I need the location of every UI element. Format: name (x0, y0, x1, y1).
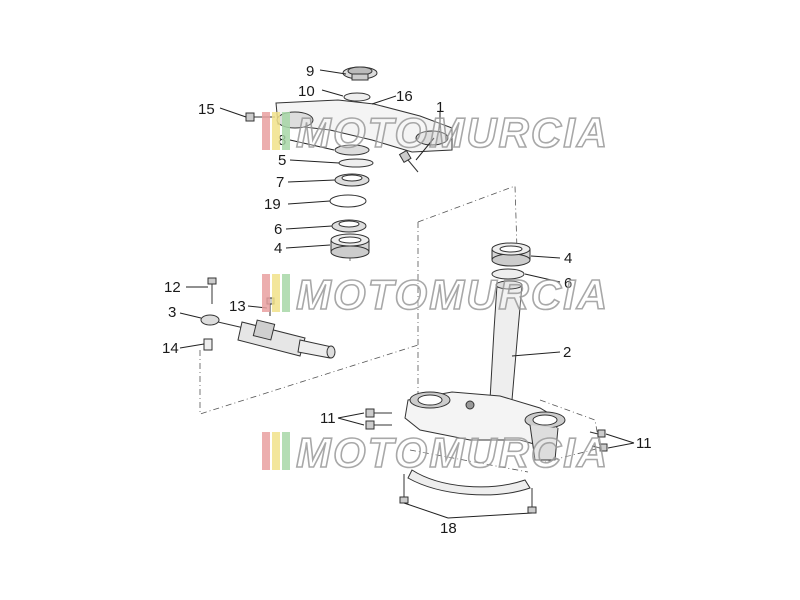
part-bracket-18 (399, 469, 537, 514)
watermark-stripe-green (282, 112, 290, 150)
part-bearing-4-lower (491, 242, 531, 267)
watermark-stripe-red (262, 112, 270, 150)
watermark-stripe-yellow (272, 274, 280, 312)
watermark-stripe-yellow (272, 112, 280, 150)
callout-labels: 9 10 16 15 1 8 5 7 19 6 4 4 6 12 13 3 14… (162, 63, 652, 537)
callout-10: 10 (298, 83, 315, 100)
part-steering-stem (404, 280, 566, 461)
watermark-bottom: MOTOMURCIA (262, 428, 609, 477)
callout-4-upper: 4 (274, 240, 282, 257)
callout-3: 3 (168, 304, 176, 321)
part-bolt-15 (245, 112, 275, 122)
watermark-text: MOTOMURCIA (296, 429, 609, 476)
leader-lines (179, 69, 635, 519)
part-ring-7 (334, 173, 370, 187)
callout-14: 14 (162, 340, 179, 357)
callout-12: 12 (164, 279, 181, 296)
callout-6-upper: 6 (274, 221, 282, 238)
callout-13: 13 (229, 298, 246, 315)
callout-5: 5 (278, 152, 286, 169)
part-bolt-12 (207, 277, 217, 304)
callout-15: 15 (198, 101, 215, 118)
part-steering-damper (200, 314, 336, 359)
watermark-top: MOTOMURCIA (262, 108, 609, 157)
part-cap-nut (342, 66, 378, 81)
watermark-text: MOTOMURCIA (296, 271, 609, 318)
part-nut-8 (334, 144, 370, 156)
watermark-stripe-green (282, 432, 290, 470)
watermark-stripe-red (262, 274, 270, 312)
watermark-text: MOTOMURCIA (296, 109, 609, 156)
part-seal-19 (329, 194, 367, 208)
part-seal-6-upper (331, 219, 367, 233)
part-clamp-bolt (398, 149, 419, 173)
callout-19: 19 (264, 196, 281, 213)
part-bolts-11-right (589, 429, 608, 452)
callout-16: 16 (396, 88, 413, 105)
callout-6-lower: 6 (564, 275, 572, 292)
callout-2: 2 (563, 344, 571, 361)
part-washer-5 (338, 158, 374, 168)
callout-4-lower: 4 (564, 250, 572, 267)
callout-7: 7 (276, 174, 284, 191)
watermark-stripe-yellow (272, 432, 280, 470)
watermark-middle: MOTOMURCIA (262, 270, 609, 319)
callout-9: 9 (306, 63, 314, 80)
part-seal-6-lower (491, 268, 525, 280)
part-clip-14 (203, 338, 213, 351)
watermark-stripe-red (262, 432, 270, 470)
callout-11-left: 11 (320, 410, 336, 427)
part-washer-10 (343, 92, 371, 102)
part-bearing-4-upper (330, 233, 370, 259)
callout-11-right: 11 (636, 435, 652, 452)
callout-18: 18 (440, 520, 457, 537)
part-bolts-11-left (365, 408, 392, 430)
watermark-stripe-green (282, 274, 290, 312)
callout-1: 1 (436, 99, 444, 116)
